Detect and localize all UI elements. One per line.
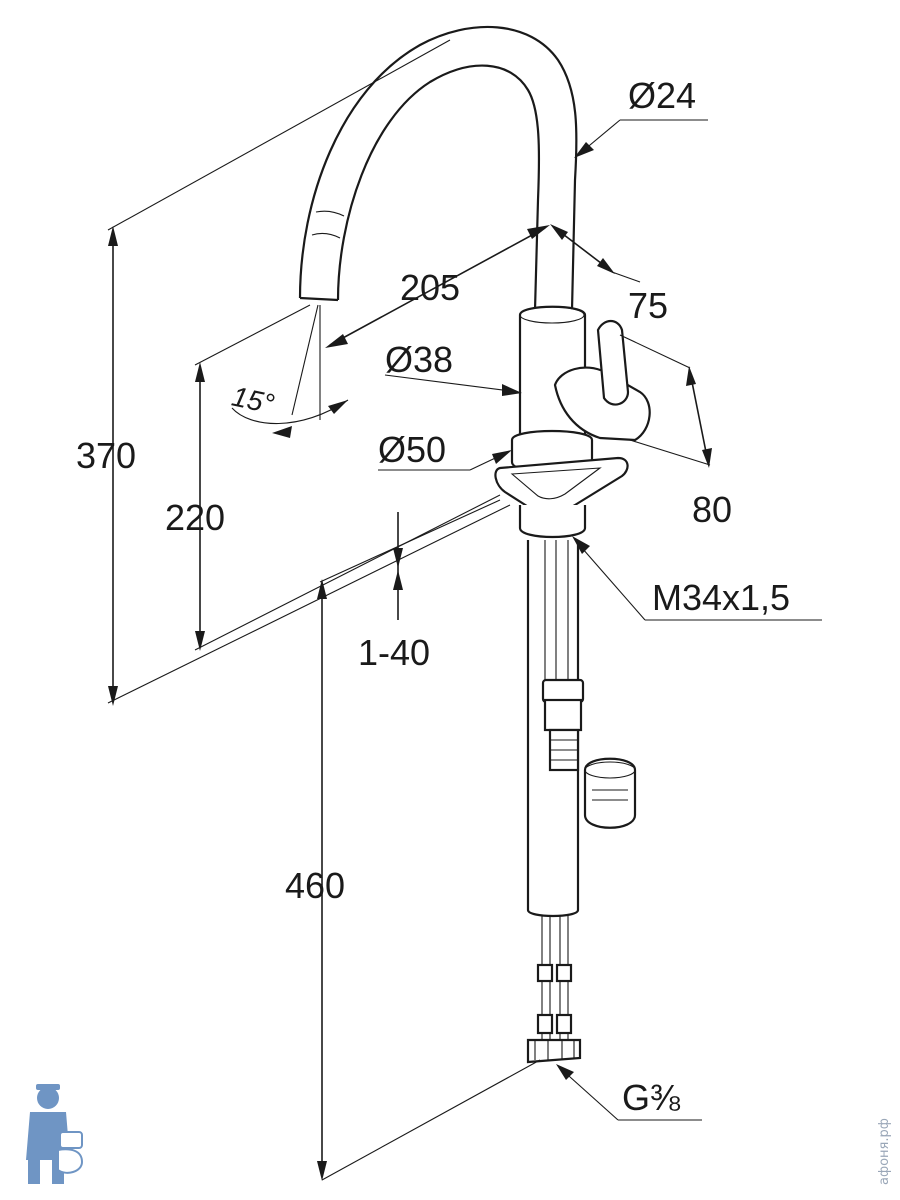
label-total-height: 370 xyxy=(76,435,136,476)
label-hose-length: 460 xyxy=(285,865,345,906)
label-countertop-thickness: 1-40 xyxy=(358,632,430,673)
hose-ferrule-2 xyxy=(555,963,573,983)
connector-top xyxy=(541,678,585,704)
mounting-plate-inner xyxy=(510,467,602,500)
spout-inner xyxy=(336,64,541,311)
label-spout-height: 220 xyxy=(165,497,225,538)
watermark-text: афоня.рф xyxy=(877,1118,892,1185)
spray-outlet xyxy=(299,296,339,302)
connection-nut-facets xyxy=(534,1040,575,1061)
hose-ferrule-4 xyxy=(555,1013,573,1035)
faucet-illustration xyxy=(298,25,651,1064)
connector-ribs xyxy=(550,739,578,761)
label-handle-offset: 75 xyxy=(628,285,668,326)
label-base-diameter: Ø50 xyxy=(378,429,446,470)
label-angle: 15° xyxy=(229,381,277,420)
shank-right xyxy=(526,540,580,918)
label-handle-height: 80 xyxy=(692,489,732,530)
hose-ferrule-3 xyxy=(536,1013,554,1035)
label-reach: 205 xyxy=(400,267,460,308)
spout-outer xyxy=(298,25,578,311)
label-body-diameter: Ø38 xyxy=(385,339,453,380)
spray-band-2 xyxy=(315,210,345,217)
label-spout-diameter: Ø24 xyxy=(628,75,696,116)
label-thread: M34x1,5 xyxy=(652,577,790,618)
counterweight-bands xyxy=(592,789,628,801)
mounting-plate xyxy=(494,456,629,514)
hose-ferrule-1 xyxy=(536,963,554,983)
plumber-mascot-icon xyxy=(26,1084,84,1184)
connector-mid xyxy=(543,698,583,732)
counterweight-top xyxy=(584,761,636,779)
mounting-nut xyxy=(518,505,587,539)
dimension-lines xyxy=(107,39,822,1181)
body-top xyxy=(519,306,585,324)
counterweight xyxy=(583,757,637,829)
spray-band-1 xyxy=(311,233,341,239)
label-connection: G⅜ xyxy=(622,1077,681,1118)
handle-lever xyxy=(596,319,630,406)
connection-nut xyxy=(526,1038,582,1064)
